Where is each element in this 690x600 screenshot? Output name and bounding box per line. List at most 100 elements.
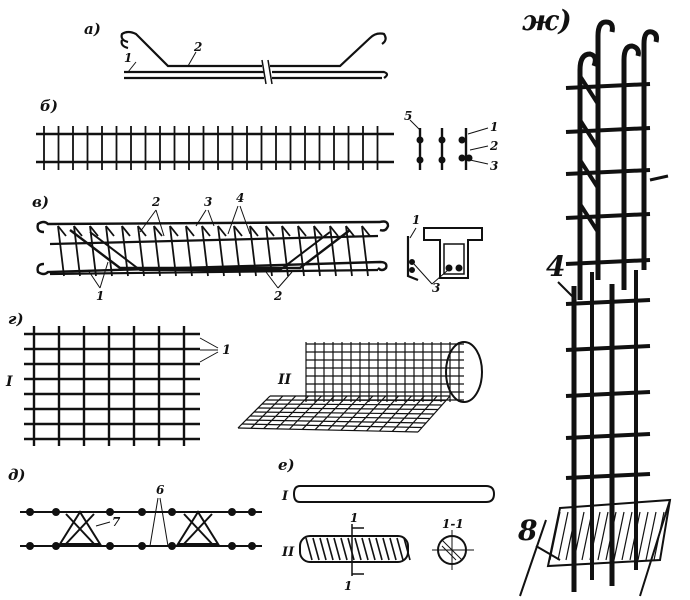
column-tie-diagonal <box>578 118 600 150</box>
cage-stirrup-top <box>73 225 83 237</box>
panel-g: в) г) I 1 II <box>5 310 483 446</box>
footing-hatch-line <box>597 511 609 561</box>
callout-zh-8: 8 <box>517 514 537 547</box>
column-tie <box>565 212 651 220</box>
callout-b-3: 3 <box>490 159 498 173</box>
callout-d-6: 6 <box>156 483 165 497</box>
rebar-rib <box>326 537 334 561</box>
bar-section-dot <box>52 542 60 550</box>
cage-stirrup-top <box>297 225 307 237</box>
cage-stirrup-top <box>169 225 179 237</box>
footing-hatch-line <box>621 511 633 561</box>
callout-g-1: 1 <box>222 343 231 358</box>
cage-stirrup <box>89 225 97 277</box>
bar-section-dot <box>228 542 236 550</box>
bar-section-dot <box>138 542 146 550</box>
panel-d-label: д) <box>8 466 26 484</box>
footing-hatch-line <box>549 511 561 561</box>
panel-e: е) I II 1 1 1-1 <box>278 456 496 593</box>
callout-v-1-section: 1 <box>412 213 420 227</box>
callout-g-II: II <box>277 372 292 388</box>
callout-e-I: I <box>281 489 289 504</box>
rebar-rib <box>396 537 404 561</box>
callout-e-II: II <box>281 545 295 560</box>
panel-zh: ж) 4 8 <box>517 4 672 597</box>
bar-section-dot <box>248 542 256 550</box>
footing-hatch-line <box>581 511 593 561</box>
panel-zh-label: ж) <box>522 4 572 37</box>
callout-v-4: 4 <box>236 191 244 205</box>
cage-stirrup <box>345 225 353 277</box>
cage-stirrup-top <box>329 225 339 237</box>
cage-stirrup-top <box>57 225 67 237</box>
rebar-rib <box>340 537 348 561</box>
footing-hatch-line <box>573 511 585 561</box>
bar-section-dot <box>228 508 236 516</box>
roll-flat-cross <box>237 427 419 433</box>
panel-v: в) 2 3 4 1 2 1 3 <box>32 191 483 303</box>
panel-b-label: б) <box>40 97 58 115</box>
roll-flat-cross <box>261 403 443 406</box>
callout-v-3-section: 3 <box>432 281 440 295</box>
cage-stirrup <box>57 225 65 277</box>
roll-flat-cross <box>249 415 431 420</box>
cage-stirrup-top <box>249 225 259 237</box>
rebar-rib <box>319 537 327 561</box>
rebar-rib <box>403 537 411 561</box>
callout-a-2: 2 <box>193 40 202 54</box>
callout-v-2a: 2 <box>151 195 160 209</box>
callout-v-3: 3 <box>204 195 212 209</box>
footing-hatch-line <box>629 511 641 561</box>
column-tie-diagonal <box>578 158 600 190</box>
bar-section-dot <box>106 508 114 516</box>
bar-section-dot <box>26 508 34 516</box>
roll-end <box>445 341 483 403</box>
footing-hatch-line <box>637 511 649 561</box>
rebar-rib <box>347 537 355 561</box>
rebar-rib <box>375 537 383 561</box>
callout-v-1: 1 <box>96 289 104 303</box>
panel-a: а) 1 2 <box>84 20 389 85</box>
rebar-rib <box>312 537 320 561</box>
column-tie-diagonal <box>578 202 600 234</box>
panel-d: д) 6 7 <box>8 466 262 550</box>
footing-hatch-line <box>605 511 617 561</box>
bar-section-dot <box>168 508 176 516</box>
cage-stirrup-top <box>105 225 115 237</box>
cage-stirrup-top <box>217 225 227 237</box>
cage-stirrup-top <box>313 225 323 237</box>
rebar-rib <box>354 537 362 561</box>
callout-b-1: 1 <box>490 120 498 134</box>
footing-hatch-line <box>565 511 577 561</box>
callout-a-1: 1 <box>124 51 132 65</box>
cage-stirrup-top <box>121 225 131 237</box>
panel-g-label-text: г) <box>8 310 24 328</box>
callout-e-1-bottom: 1 <box>344 579 352 593</box>
rebar-rib <box>305 537 313 561</box>
footing-hatch-line <box>589 511 601 561</box>
bar-section-dot <box>106 542 114 550</box>
cage-stirrup-top <box>281 225 291 237</box>
callout-e-1-top: 1 <box>350 511 358 525</box>
column-tie <box>565 126 651 134</box>
bar-section-dot <box>138 508 146 516</box>
rebar-rib <box>368 537 376 561</box>
callout-e-1-1: 1-1 <box>442 517 464 531</box>
panel-b: б) 5 1 2 3 <box>36 97 498 173</box>
callout-d-7: 7 <box>112 515 121 529</box>
cage-stirrup-top <box>233 225 243 237</box>
bar-section-dot <box>52 508 60 516</box>
cage-stirrup-top <box>137 225 147 237</box>
cage-stirrup-top <box>201 225 211 237</box>
footing-hatch-line <box>557 511 569 561</box>
column-tie <box>565 168 651 176</box>
panel-v-label: в) <box>32 193 49 211</box>
cage-stirrup-top <box>89 225 99 237</box>
cage-stirrup-top <box>153 225 163 237</box>
callout-g-I: I <box>5 374 13 390</box>
rebar-rib <box>382 537 390 561</box>
roll-flat-cross <box>245 419 427 424</box>
column-tie-diagonal <box>578 74 600 106</box>
cage-stirrup <box>297 225 305 277</box>
